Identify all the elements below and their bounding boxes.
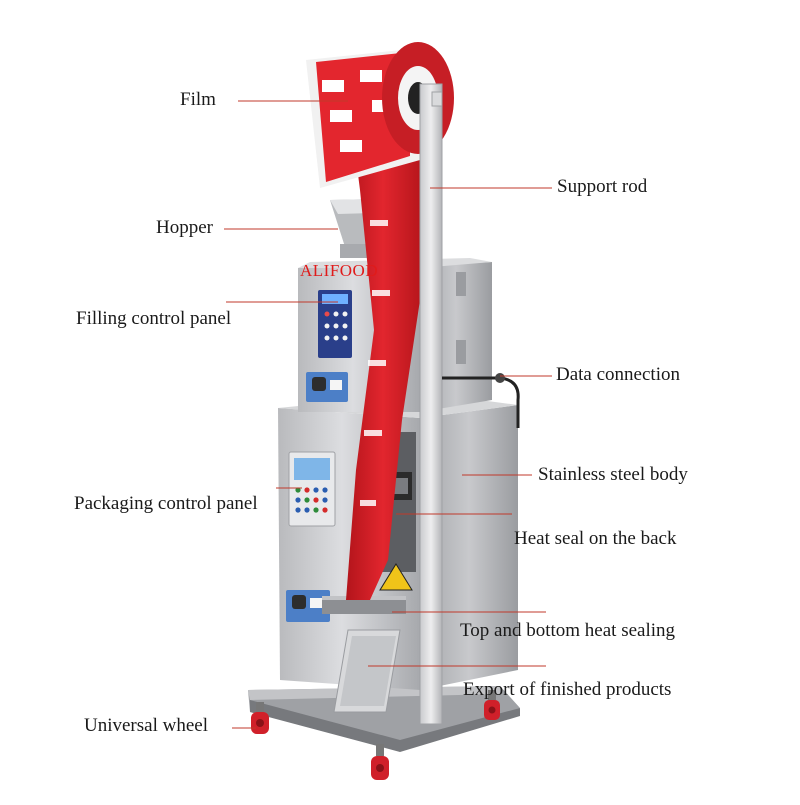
universal-wheel-set [251, 690, 500, 780]
label-universal-wheel: Universal wheel [84, 715, 208, 736]
packaging-control-panel [286, 451, 336, 622]
label-export-finished-products: Export of finished products [463, 679, 672, 700]
label-film: Film [180, 89, 216, 110]
wheel-back-right [484, 690, 500, 720]
wheel-front-right [371, 744, 389, 780]
leader-lines [224, 100, 552, 729]
film-roll [306, 42, 454, 188]
label-top-bottom-heat-sealing: Top and bottom heat sealing [460, 620, 676, 641]
label-stainless-steel-body: Stainless steel body [538, 464, 688, 485]
label-hopper: Hopper [156, 217, 213, 238]
label-packaging-control-panel: Packaging control panel [74, 493, 258, 514]
product-outlet-chute [333, 629, 401, 713]
filling-control-panel [306, 290, 352, 402]
label-heat-seal-back: Heat seal on the back [514, 528, 677, 549]
brand-watermark: ALIFOOD [300, 261, 379, 280]
support-rod [419, 83, 443, 725]
label-data-connection: Data connection [556, 364, 680, 385]
label-filling-control-panel: Filling control panel [76, 308, 232, 329]
label-support-rod: Support rod [557, 176, 648, 197]
